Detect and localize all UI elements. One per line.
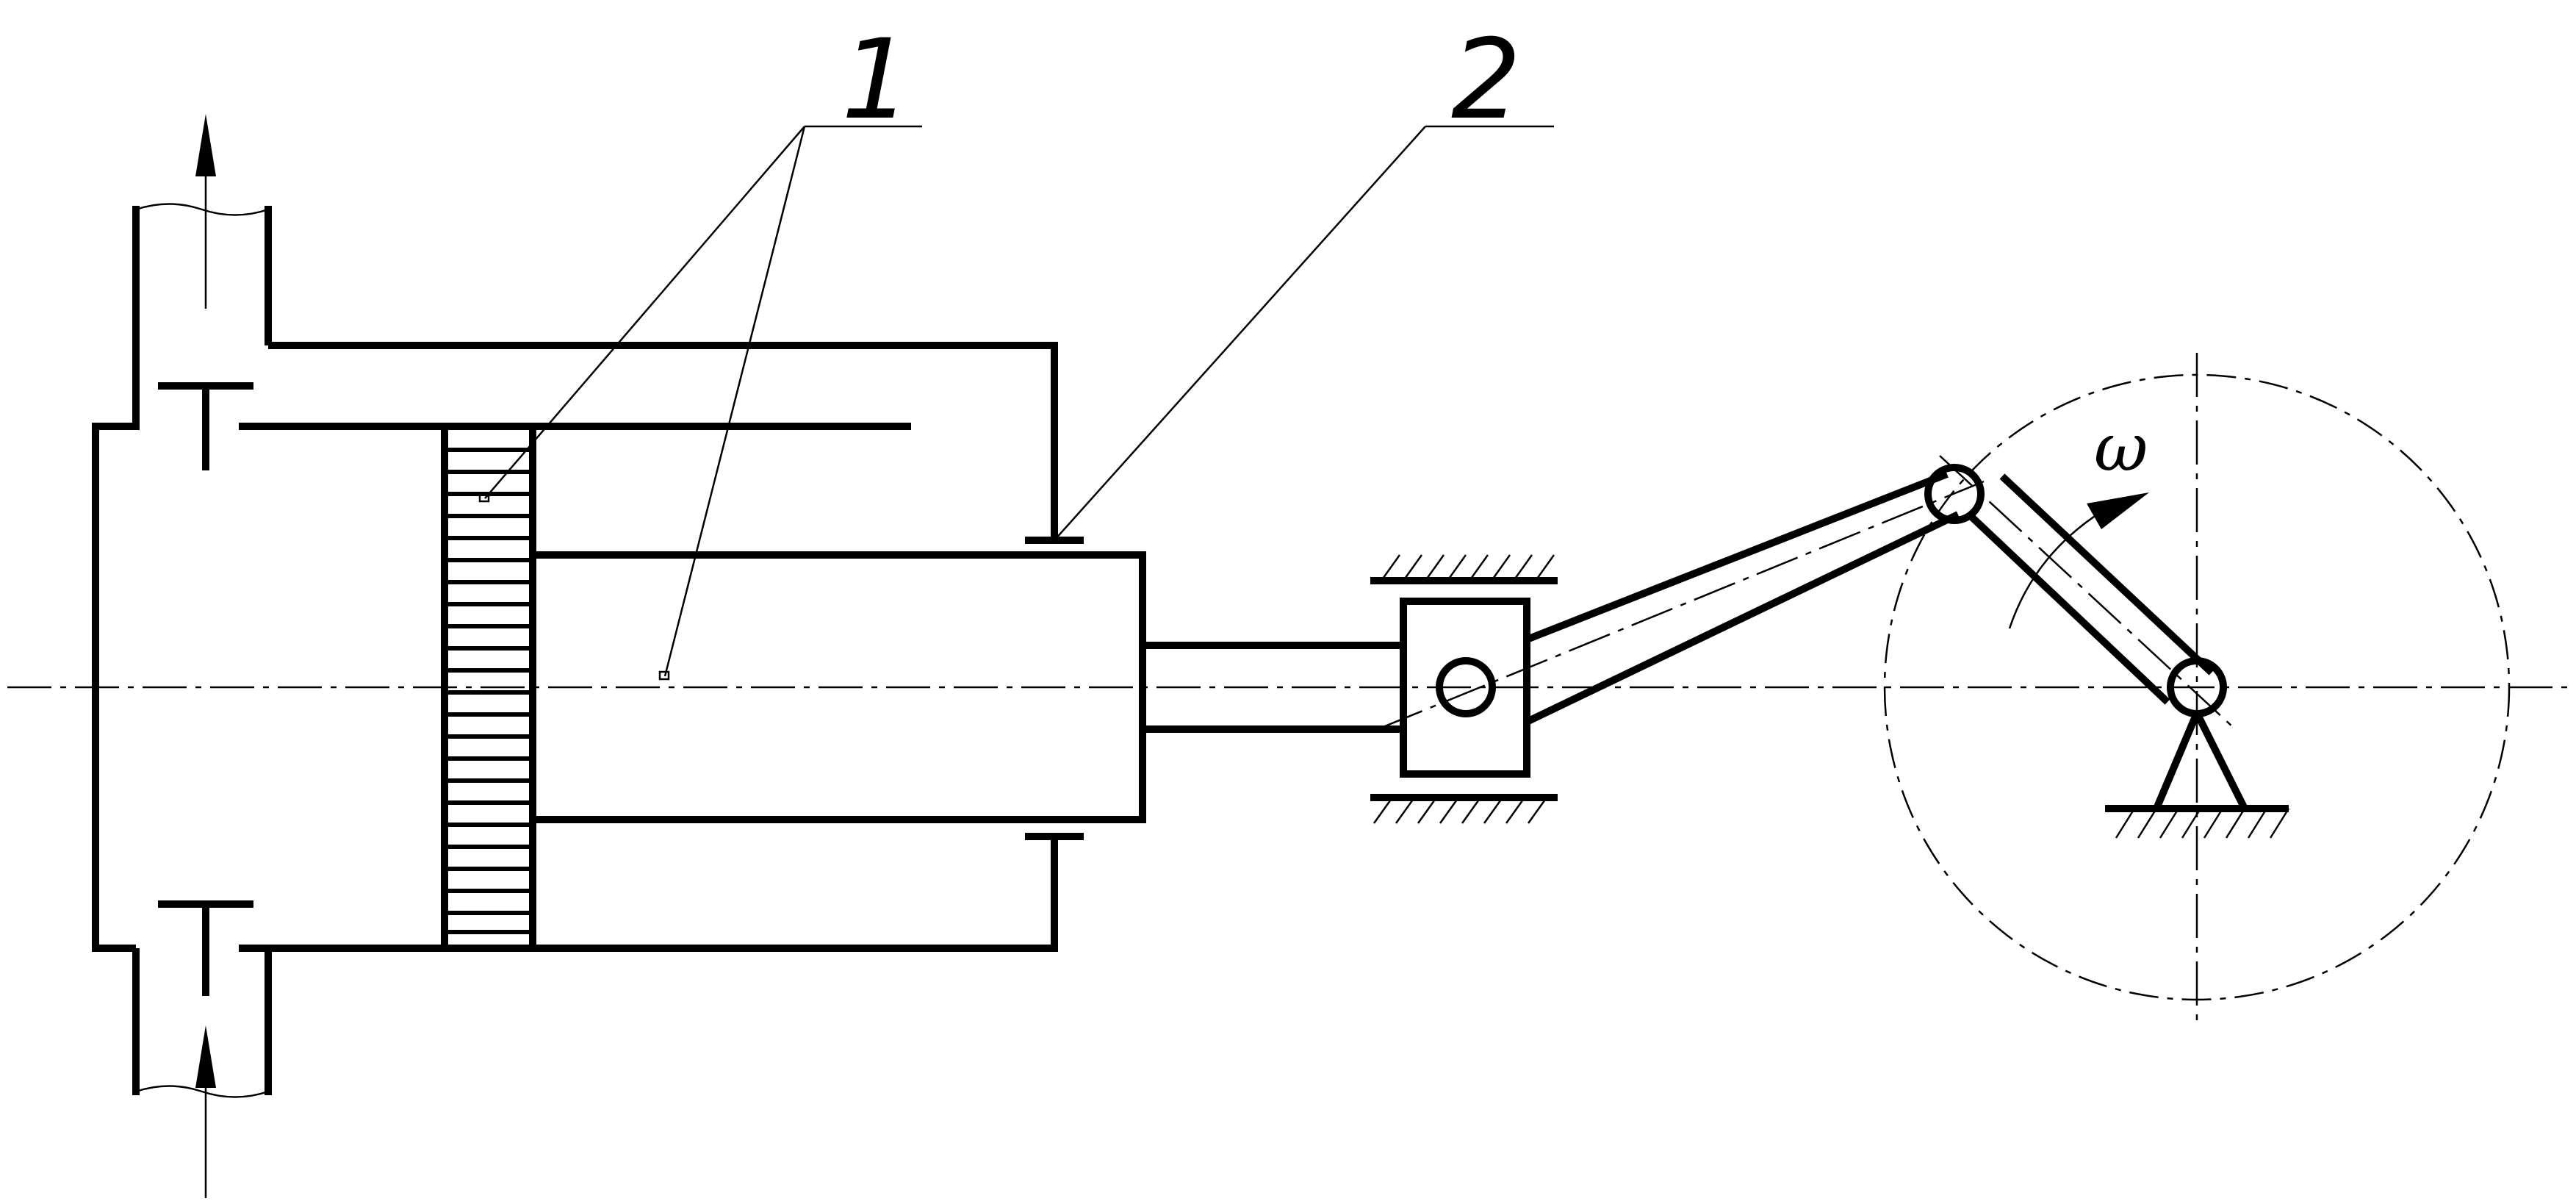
crankshaft-bearing-support — [2105, 711, 2290, 839]
cylinder-body — [246, 342, 1084, 952]
piston-rod — [1143, 642, 1403, 733]
piston-trunk — [529, 551, 1146, 823]
part1-label: 1 — [841, 16, 911, 144]
piston — [441, 423, 1146, 952]
cylinder-upper-wall — [268, 342, 1058, 544]
upper-guide — [1370, 554, 1558, 584]
inlet-pipe-break — [135, 1085, 269, 1098]
leader-part2 — [1054, 125, 1554, 541]
crosshead-pin — [1436, 657, 1496, 717]
discharge-valve — [158, 382, 253, 470]
piston-rings-hatch — [445, 448, 533, 934]
suction-valve — [158, 900, 253, 996]
connecting-rod-axis — [1381, 480, 1985, 729]
connecting-rod — [1381, 470, 1985, 729]
crosshead-slider — [1400, 598, 1530, 778]
inlet-arrow-head — [195, 1025, 216, 1088]
rotation-direction-arrow — [2008, 492, 2149, 629]
crank-pin — [1924, 464, 1985, 524]
outlet-pipe — [96, 206, 140, 430]
crosshead — [1370, 554, 1558, 824]
outlet-arrow-head — [195, 114, 216, 176]
leader-part1 — [478, 125, 922, 681]
lower-guide — [1370, 794, 1558, 824]
cylinder-head-wall — [92, 423, 136, 952]
angular-velocity-label: ω — [2094, 409, 2148, 487]
outlet-pipe-break — [135, 203, 269, 216]
part2-label: 2 — [1451, 16, 1521, 144]
cylinder-head — [92, 114, 445, 1198]
